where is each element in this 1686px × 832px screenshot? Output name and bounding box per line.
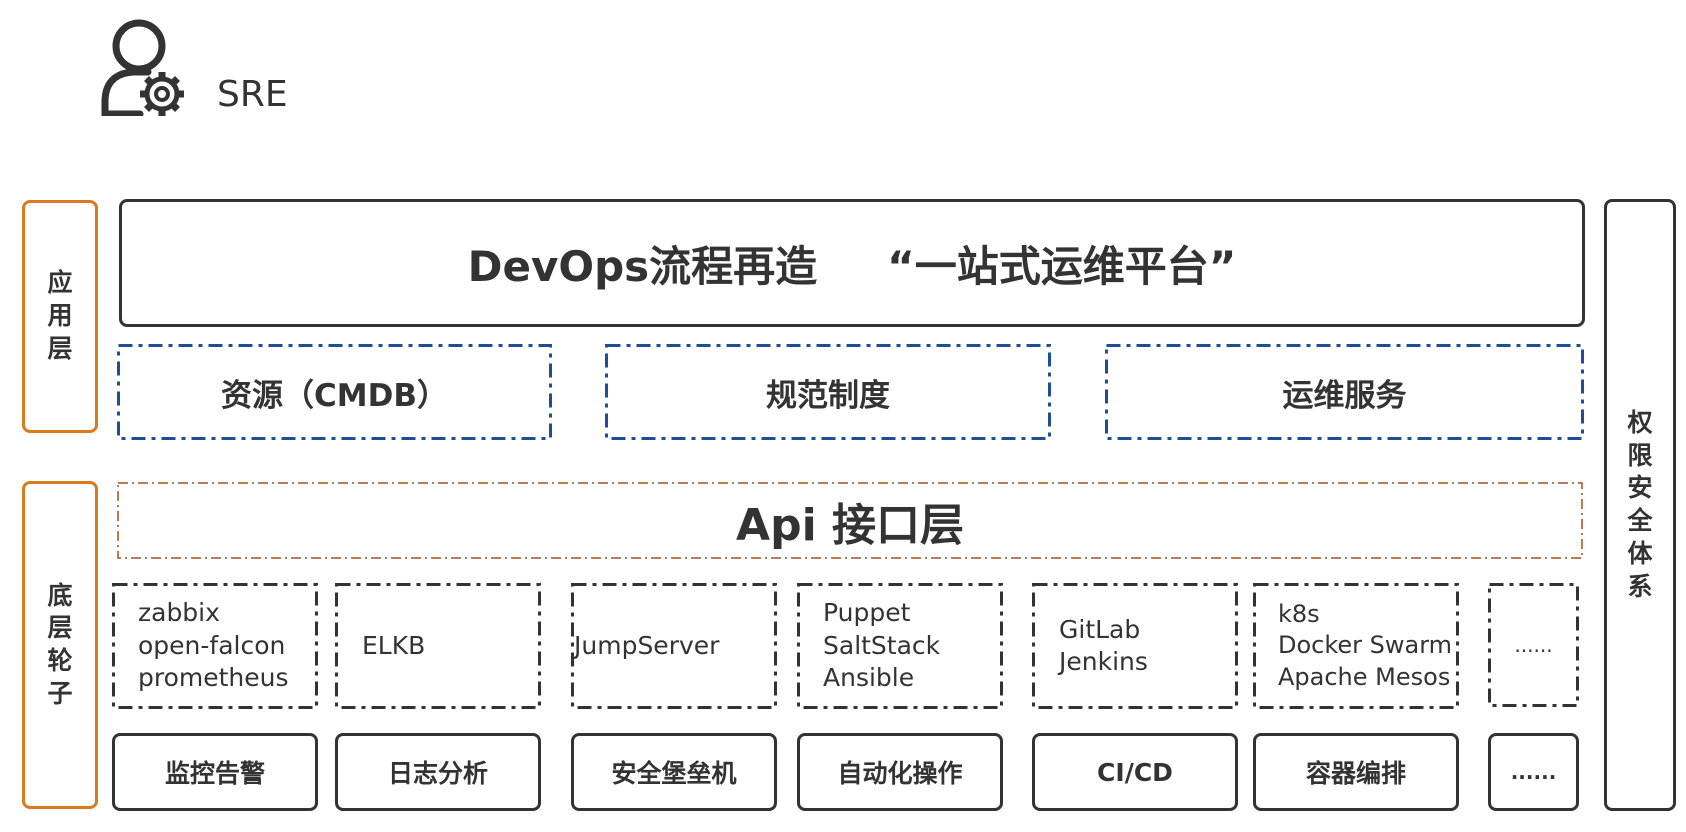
category-label: 自动化操作 xyxy=(837,759,963,788)
dash-dot-frame xyxy=(117,344,552,440)
app-item-ops-service: 运维服务 xyxy=(1105,344,1584,440)
app-item-label: 资源（CMDB） xyxy=(221,377,448,414)
tool-name: Apache Mesos xyxy=(1278,662,1451,691)
tool-box-monitoring: zabbix open-falcon prometheus xyxy=(112,583,318,709)
application-layer-label: 应 用 层 xyxy=(22,200,98,433)
base-layer-text: 底 层 轮 子 xyxy=(47,580,73,709)
dash-dot-frame xyxy=(571,583,777,709)
tool-name: JumpServer xyxy=(574,630,720,660)
dash-dot-frame xyxy=(1488,583,1579,707)
tool-name: Puppet xyxy=(823,598,911,628)
tool-name: SaltStack xyxy=(823,630,941,660)
category-automation: 自动化操作 xyxy=(797,733,1003,811)
dash-dot-frame xyxy=(1105,344,1584,440)
tool-box-more: ...... xyxy=(1488,583,1579,707)
security-system-text: 权 限 安 全 体 系 xyxy=(1627,407,1653,602)
category-label: 日志分析 xyxy=(387,759,488,788)
tool-name: ELKB xyxy=(362,630,426,660)
sre-label: SRE xyxy=(217,74,288,115)
application-layer-text: 应 用 层 xyxy=(47,269,72,363)
tool-name: zabbix xyxy=(138,598,220,628)
tool-name: Docker Swarm xyxy=(1278,631,1453,660)
category-monitoring: 监控告警 xyxy=(112,733,318,811)
tool-name: prometheus xyxy=(138,663,289,693)
category-bastion: 安全堡垒机 xyxy=(571,733,777,811)
layer-char: 层 xyxy=(47,613,73,643)
dash-dot-frame xyxy=(1253,583,1459,709)
dash-dot-frame xyxy=(335,583,541,709)
platform-title-box: DevOps流程再造 “一站式运维平台” xyxy=(119,199,1585,327)
layer-char: 系 xyxy=(1627,571,1653,601)
tool-name: Jenkins xyxy=(1059,647,1148,676)
layer-char: 用 xyxy=(47,301,73,331)
category-label: 安全堡垒机 xyxy=(611,759,737,788)
category-label: ...... xyxy=(1510,760,1557,784)
app-item-label: 规范制度 xyxy=(766,377,890,414)
layer-char: 限 xyxy=(1627,440,1653,470)
tool-box-containers: k8s Docker Swarm Apache Mesos xyxy=(1253,583,1459,709)
tool-box-cicd: GitLab Jenkins xyxy=(1032,583,1238,709)
category-label: 监控告警 xyxy=(164,759,265,788)
category-label: CI/CD xyxy=(1097,757,1173,787)
app-item-cmdb: 资源（CMDB） xyxy=(117,344,552,440)
layer-char: 轮 xyxy=(47,646,73,675)
security-system-label: 权 限 安 全 体 系 xyxy=(1604,199,1676,811)
app-item-standards: 规范制度 xyxy=(605,344,1051,440)
category-cicd: CI/CD xyxy=(1032,733,1238,811)
category-label: 容器编排 xyxy=(1305,759,1406,788)
layer-char: 全 xyxy=(1627,506,1653,535)
tool-name: ...... xyxy=(1514,633,1553,657)
category-containers: 容器编排 xyxy=(1253,733,1459,811)
layer-char: 底 xyxy=(47,580,73,610)
category-logging: 日志分析 xyxy=(335,733,541,811)
base-layer-label: 底 层 轮 子 xyxy=(22,481,98,809)
user-gear-icon xyxy=(101,19,184,116)
tool-box-logging: ELKB xyxy=(335,583,541,709)
platform-subtitle: “一站式运维平台” xyxy=(887,241,1237,291)
layer-char: 体 xyxy=(1627,538,1653,568)
app-item-label: 运维服务 xyxy=(1282,377,1407,414)
tool-box-bastion: JumpServer xyxy=(571,583,777,709)
platform-title: DevOps流程再造 xyxy=(467,241,818,291)
layer-char: 层 xyxy=(47,333,73,363)
dash-dot-frame xyxy=(797,583,1003,709)
tool-box-automation: Puppet SaltStack Ansible xyxy=(797,583,1003,709)
tool-name: k8s xyxy=(1278,600,1320,629)
layer-char: 子 xyxy=(47,678,73,708)
tool-name: open-falcon xyxy=(138,630,286,660)
layer-char: 安 xyxy=(1627,473,1653,503)
dash-dot-frame xyxy=(1032,583,1238,709)
dash-dot-frame xyxy=(112,583,318,709)
dash-dot-frame xyxy=(117,482,1583,559)
layer-char: 应 xyxy=(47,268,73,298)
tool-name: Ansible xyxy=(823,663,915,693)
tool-name: GitLab xyxy=(1059,614,1141,644)
api-layer-box: Api 接口层 xyxy=(117,482,1583,559)
layer-char: 权 xyxy=(1627,407,1653,437)
api-layer-label: Api 接口层 xyxy=(736,499,964,551)
category-more: ...... xyxy=(1488,733,1579,811)
dash-dot-frame xyxy=(605,344,1051,440)
